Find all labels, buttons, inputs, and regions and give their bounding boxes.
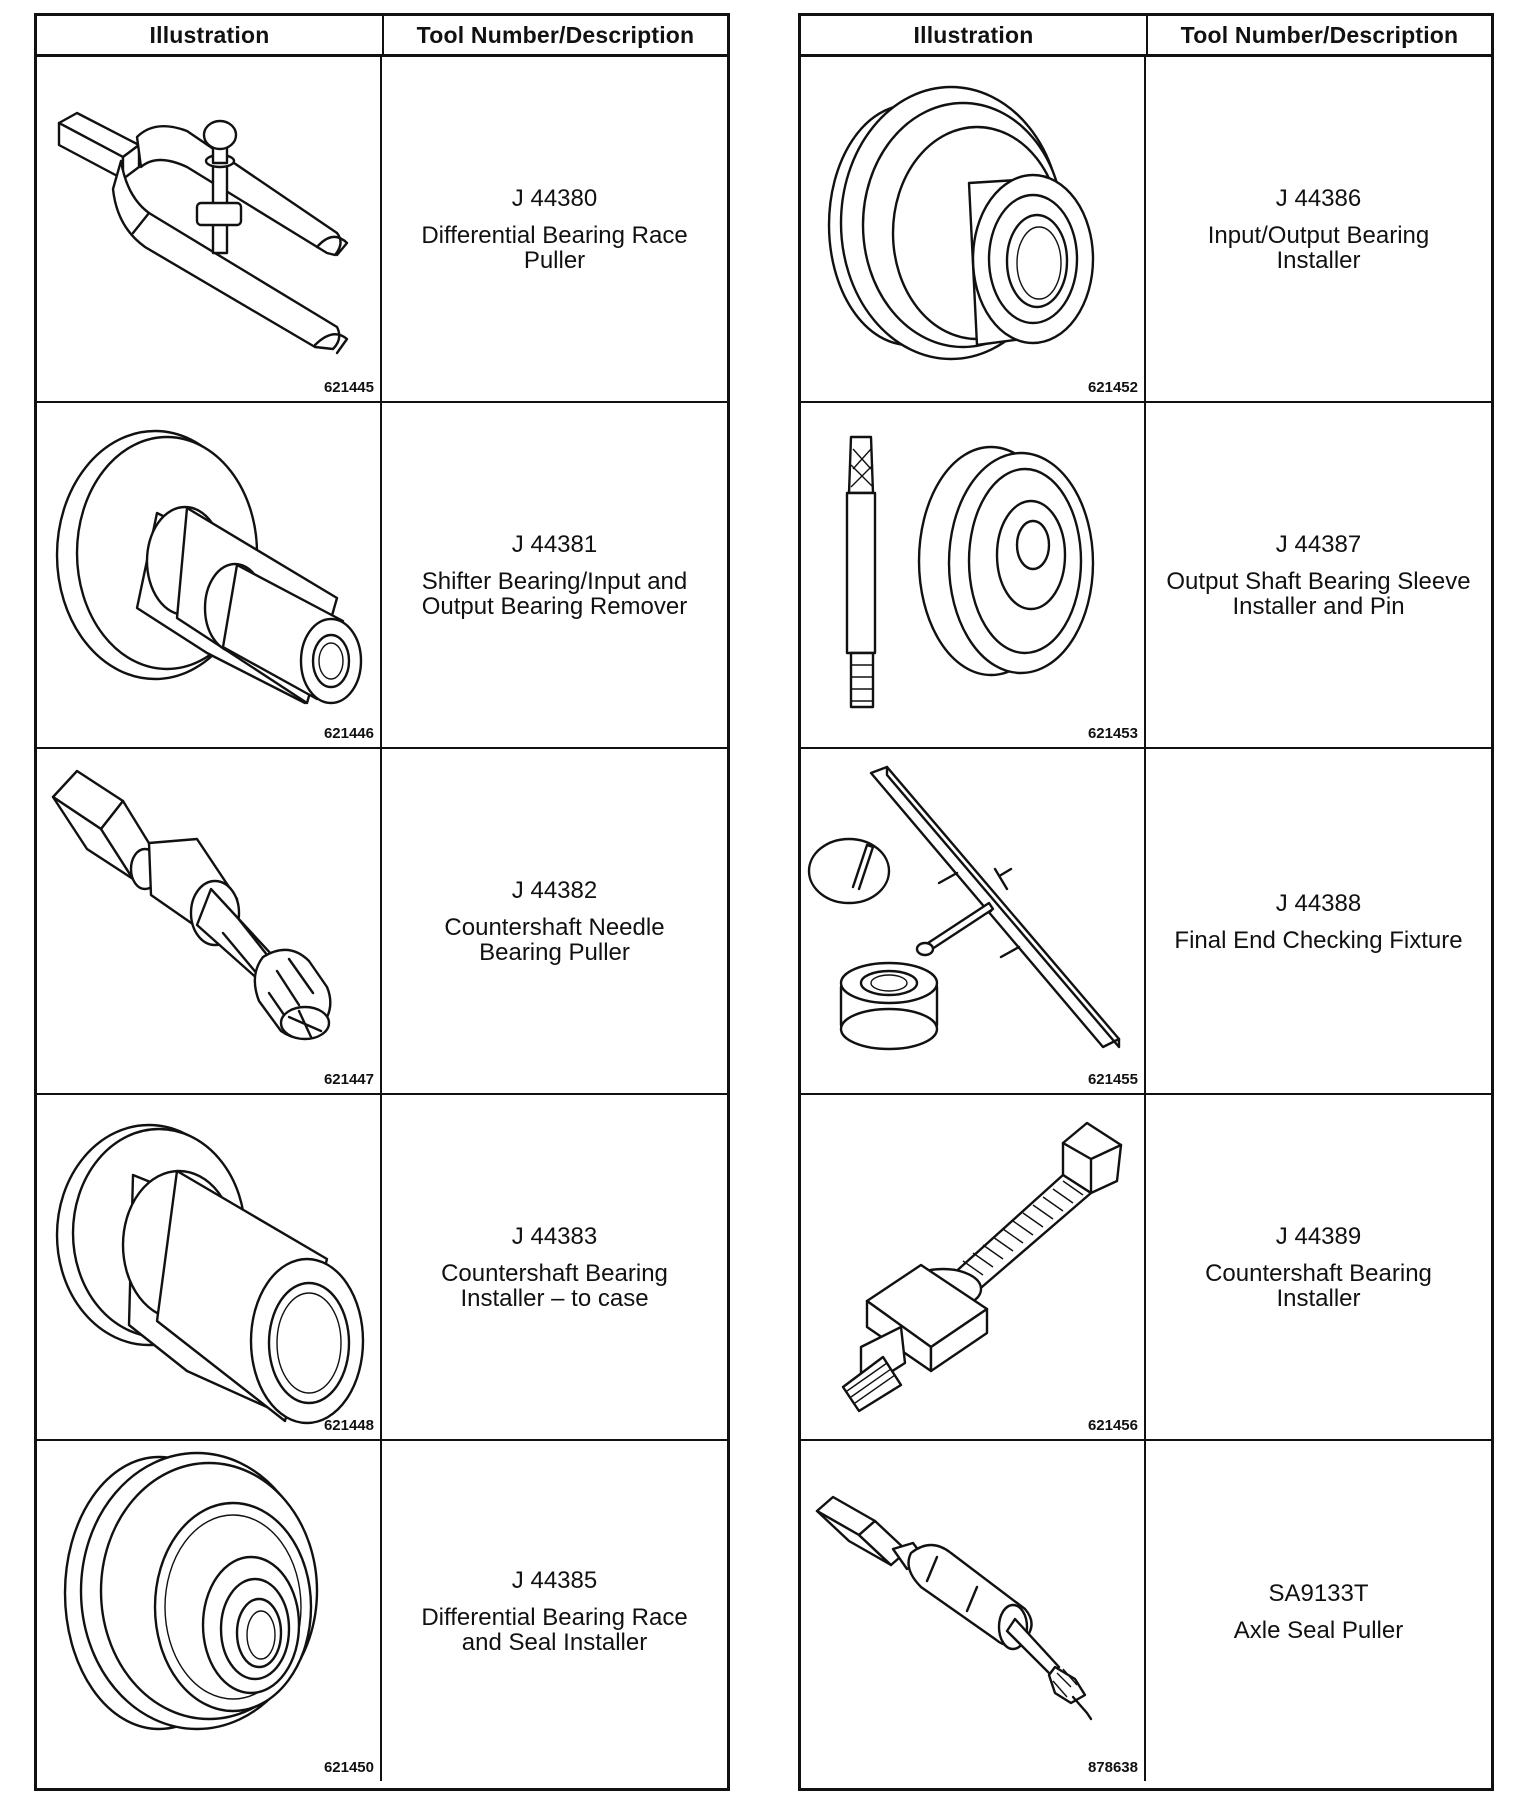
tool-description-line: Countershaft Bearing [1205,1260,1432,1287]
tool-description-line: Installer and Pin [1232,593,1405,620]
tool-description-line: Installer [1276,247,1361,274]
figure-number: 621456 [1087,1417,1138,1434]
tool-description: Countershaft Needle Bearing Puller [444,915,664,965]
tool-number: J 44380 [511,185,598,212]
table-row: 621450 J 44385 Differential Bearing Race… [37,1441,727,1781]
description-cell: J 44381 Shifter Bearing/Input and Output… [382,403,727,747]
tool-description: Differential Bearing Race and Seal Insta… [421,1605,687,1655]
header-illustration: Illustration [801,16,1148,54]
illustration-cell: 621456 [801,1095,1146,1439]
figure-number: 621452 [1087,379,1138,396]
figure-number: 621448 [323,1417,374,1434]
tool-description-line: Axle Seal Puller [1233,1616,1404,1644]
illustration-cell: 621447 [37,749,382,1093]
tool-description-line: Shifter Bearing/Input and [421,568,688,595]
tool-description-line: Bearing Puller [479,939,630,966]
description-cell: J 44388 Final End Checking Fixture [1146,749,1491,1093]
tool-description-line: Differential Bearing Race [421,1604,688,1631]
tool-description: Output Shaft Bearing Sleeve Installer an… [1166,569,1470,619]
tool-number: J 44387 [1275,531,1362,558]
tool-description-line: Countershaft Needle [444,914,665,941]
figure-number: 621450 [323,1759,374,1776]
tool-description: Differential Bearing Race Puller [421,223,687,273]
description-cell: SA9133T Axle Seal Puller [1146,1441,1491,1781]
description-cell: J 44382 Countershaft Needle Bearing Pull… [382,749,727,1093]
header-tool-description: Tool Number/Description [1180,21,1459,48]
tool-description-line: Countershaft Bearing [441,1260,668,1287]
table-row: 621455 J 44388 Final End Checking Fixtur… [801,749,1491,1095]
threaded-installer-icon [841,1121,1123,1413]
description-cell: J 44380 Differential Bearing Race Puller [382,57,727,401]
illustration-cell: 621445 [37,57,382,401]
tool-description-line: Puller [523,247,586,274]
bearing-installer-icon [55,1123,365,1425]
race-puller-icon [57,111,349,355]
tool-number: J 44386 [1275,185,1362,212]
description-cell: J 44389 Countershaft Bearing Installer [1146,1095,1491,1439]
table-row: 878638 SA9133T Axle Seal Puller [801,1441,1491,1781]
tool-number: J 44385 [511,1567,598,1594]
tool-description-line: Installer – to case [460,1285,649,1312]
tool-number: J 44383 [511,1223,598,1250]
illustration-cell: 621446 [37,403,382,747]
figure-number: 621453 [1087,725,1138,742]
tool-description-line: Output Bearing Remover [421,593,688,620]
illustration-cell: 621450 [37,1441,382,1781]
checking-fixture-icon [807,765,1121,1051]
sleeve-installer-pin-icon [845,435,1095,709]
header-illustration: Illustration [37,16,384,54]
tool-number: J 44388 [1275,889,1362,917]
tool-description-line: and Seal Installer [461,1629,648,1656]
table-row: 621448 J 44383 Countershaft Bearing Inst… [37,1095,727,1441]
tool-number: J 44382 [511,877,598,904]
illustration-cell: 621453 [801,403,1146,747]
table-row: 621453 J 44387 Output Shaft Bearing Slee… [801,403,1491,749]
tool-description-line: Differential Bearing Race [421,222,688,249]
figure-number: 621445 [323,379,374,396]
description-cell: J 44383 Countershaft Bearing Installer –… [382,1095,727,1439]
tool-description: Countershaft Bearing Installer – to case [441,1261,668,1311]
description-cell: J 44386 Input/Output Bearing Installer [1146,57,1491,401]
table-row: 621446 J 44381 Shifter Bearing/Input and… [37,403,727,749]
tool-description-line: Output Shaft Bearing Sleeve [1166,568,1471,595]
axle-seal-puller-icon [815,1495,1093,1721]
tool-description-line: Input/Output Bearing [1207,222,1430,249]
table-row: 621452 J 44386 Input/Output Bearing Inst… [801,57,1491,403]
race-seal-installer-icon [63,1451,319,1731]
tool-description: Shifter Bearing/Input and Output Bearing… [422,569,688,619]
table-row: 621447 J 44382 Countershaft Needle Beari… [37,749,727,1095]
table-row: 621456 J 44389 Countershaft Bearing Inst… [801,1095,1491,1441]
table-header: Illustration Tool Number/Description [37,16,727,57]
illustration-cell: 621448 [37,1095,382,1439]
tool-number: J 44389 [1275,1223,1362,1250]
tool-description-line: Installer [1276,1285,1361,1312]
description-cell: J 44385 Differential Bearing Race and Se… [382,1441,727,1781]
figure-number: 621446 [323,725,374,742]
illustration-cell: 878638 [801,1441,1146,1781]
figure-number: 878638 [1087,1759,1138,1776]
tool-number: J 44381 [511,531,598,558]
tool-description: Countershaft Bearing Installer [1205,1261,1432,1311]
tool-number: SA9133T [1268,1579,1369,1607]
illustration-cell: 621452 [801,57,1146,401]
tool-table-left: Illustration Tool Number/Description 621… [34,13,730,1791]
figure-number: 621455 [1087,1071,1138,1088]
bearing-remover-icon [55,429,363,705]
tool-description: Input/Output Bearing Installer [1208,223,1429,273]
tool-description: Final End Checking Fixture [1174,928,1462,953]
header-tool-description: Tool Number/Description [416,21,695,48]
table-header: Illustration Tool Number/Description [801,16,1491,57]
needle-bearing-puller-icon [51,769,332,1041]
tool-description: Axle Seal Puller [1234,1618,1403,1643]
description-cell: J 44387 Output Shaft Bearing Sleeve Inst… [1146,403,1491,747]
table-row: 621445 J 44380 Differential Bearing Race… [37,57,727,403]
tool-table-right: Illustration Tool Number/Description 621… [798,13,1494,1791]
tool-description-line: Final End Checking Fixture [1174,926,1463,954]
figure-number: 621447 [323,1071,374,1088]
input-output-installer-icon [827,85,1095,361]
illustration-cell: 621455 [801,749,1146,1093]
